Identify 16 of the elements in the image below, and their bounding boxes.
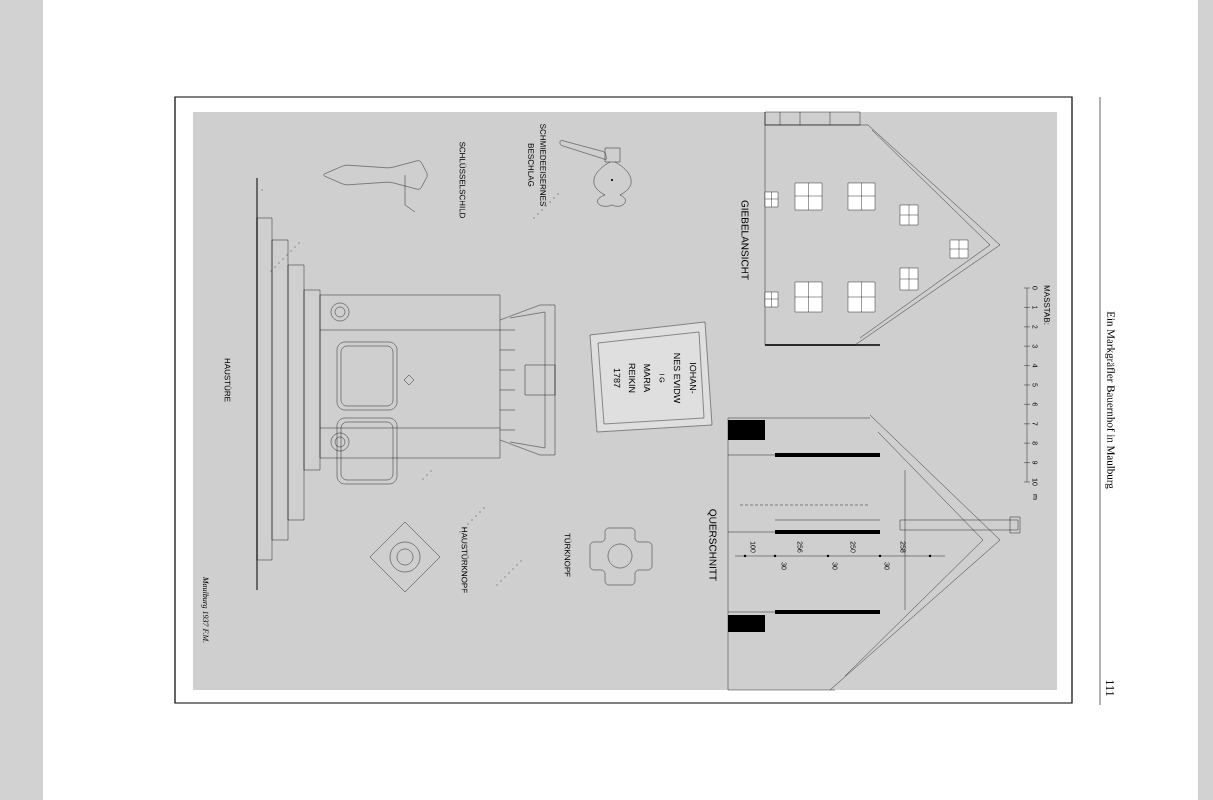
inscription-text: NES EVIDW: [673, 353, 681, 404]
inscription-text: 1787: [613, 368, 621, 388]
part-label: HAUSTÜRKNOPF: [461, 527, 469, 593]
inscription-text: REIKIN: [628, 363, 636, 393]
inscription-text: IOHAN-: [689, 363, 697, 394]
page-number: 111: [1106, 680, 1114, 696]
signature: Maulburg 1937 F.M.: [201, 576, 209, 643]
page-heading: Ein Markgräfler Bauernhof in Maulburg: [1104, 311, 1116, 489]
inscription-text: MARIA: [643, 364, 651, 393]
scale-label: MASSTAB:: [1044, 285, 1050, 325]
view-title: GIEBELANSICHT: [741, 200, 749, 280]
part-label: SCHMIEDEEISERNES BESCHLAG: [528, 124, 546, 206]
view-title: QUERSCHNITT: [707, 509, 717, 581]
part-label: TÜRKNOPF: [564, 533, 572, 577]
part-label: SCHLÜSSELSCHILD: [459, 141, 467, 219]
part-label: HAUSTÜRE: [224, 358, 232, 402]
